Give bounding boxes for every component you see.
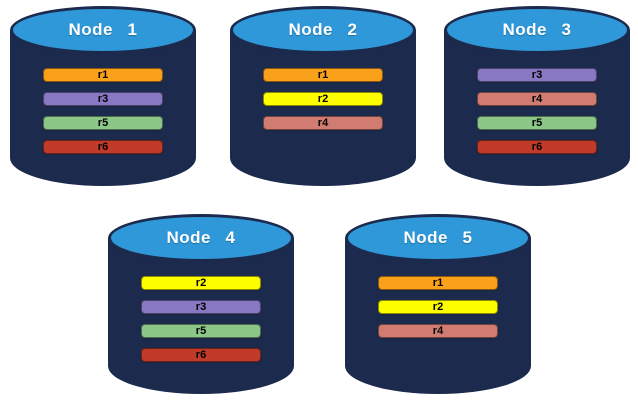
- replica-list: r1 r2 r4: [263, 68, 383, 130]
- replica-list: r3 r4 r5 r6: [477, 68, 597, 154]
- replica-label: r4: [531, 92, 543, 105]
- replica-label: r5: [531, 116, 543, 129]
- replica-bar-r6: r6: [141, 348, 261, 362]
- node-cylinder-body: [230, 30, 416, 186]
- node-cylinder-body: [444, 30, 630, 186]
- replica-bar-r2: r2: [378, 300, 498, 314]
- replica-bar-r1: r1: [43, 68, 163, 82]
- replica-label: r3: [531, 68, 543, 81]
- replica-label: r6: [97, 140, 109, 153]
- replica-label: r3: [97, 92, 109, 105]
- replica-bar-r6: r6: [43, 140, 163, 154]
- database-node-2: Node 2 r1 r2 r4: [230, 6, 416, 186]
- node-cylinder-body: [10, 30, 196, 186]
- replica-label: r2: [195, 276, 207, 289]
- replica-bar-r3: r3: [141, 300, 261, 314]
- replica-list: r2 r3 r5 r6: [141, 276, 261, 362]
- database-node-5: Node 5 r1 r2 r4: [345, 214, 531, 394]
- replica-label: r1: [97, 68, 109, 81]
- database-node-1: Node 1 r1 r3 r5 r6: [10, 6, 196, 186]
- database-node-4: Node 4 r2 r3 r5 r6: [108, 214, 294, 394]
- replica-bar-r6: r6: [477, 140, 597, 154]
- replica-bar-r5: r5: [141, 324, 261, 338]
- replica-list: r1 r3 r5 r6: [43, 68, 163, 154]
- replica-bar-r4: r4: [477, 92, 597, 106]
- node-cylinder-top: Node 3: [444, 6, 630, 54]
- replica-label: r6: [531, 140, 543, 153]
- replica-bar-r2: r2: [263, 92, 383, 106]
- node-cylinder-body: [345, 238, 531, 394]
- replica-label: r1: [432, 276, 444, 289]
- replica-label: r3: [195, 300, 207, 313]
- replica-label: r6: [195, 348, 207, 361]
- replica-label: r4: [317, 116, 329, 129]
- node-title: Node 5: [403, 228, 473, 247]
- database-node-3: Node 3 r3 r4 r5 r6: [444, 6, 630, 186]
- replica-bar-r4: r4: [378, 324, 498, 338]
- replica-label: r4: [432, 324, 444, 337]
- replica-label: r5: [195, 324, 207, 337]
- node-title: Node 2: [288, 20, 358, 39]
- replica-label: r5: [97, 116, 109, 129]
- node-title: Node 3: [502, 20, 572, 39]
- replica-bar-r1: r1: [263, 68, 383, 82]
- replica-bar-r5: r5: [43, 116, 163, 130]
- node-cylinder-top: Node 4: [108, 214, 294, 262]
- replica-bar-r4: r4: [263, 116, 383, 130]
- node-title: Node 1: [68, 20, 138, 39]
- node-cylinder-top: Node 1: [10, 6, 196, 54]
- replica-bar-r1: r1: [378, 276, 498, 290]
- replica-bar-r3: r3: [43, 92, 163, 106]
- replica-bar-r5: r5: [477, 116, 597, 130]
- replica-label: r2: [432, 300, 444, 313]
- replica-bar-r2: r2: [141, 276, 261, 290]
- node-cylinder-body: [108, 238, 294, 394]
- replica-bar-r3: r3: [477, 68, 597, 82]
- replica-list: r1 r2 r4: [378, 276, 498, 338]
- replica-label: r2: [317, 92, 329, 105]
- replica-label: r1: [317, 68, 329, 81]
- node-cylinder-top: Node 2: [230, 6, 416, 54]
- node-title: Node 4: [166, 228, 236, 247]
- node-cylinder-top: Node 5: [345, 214, 531, 262]
